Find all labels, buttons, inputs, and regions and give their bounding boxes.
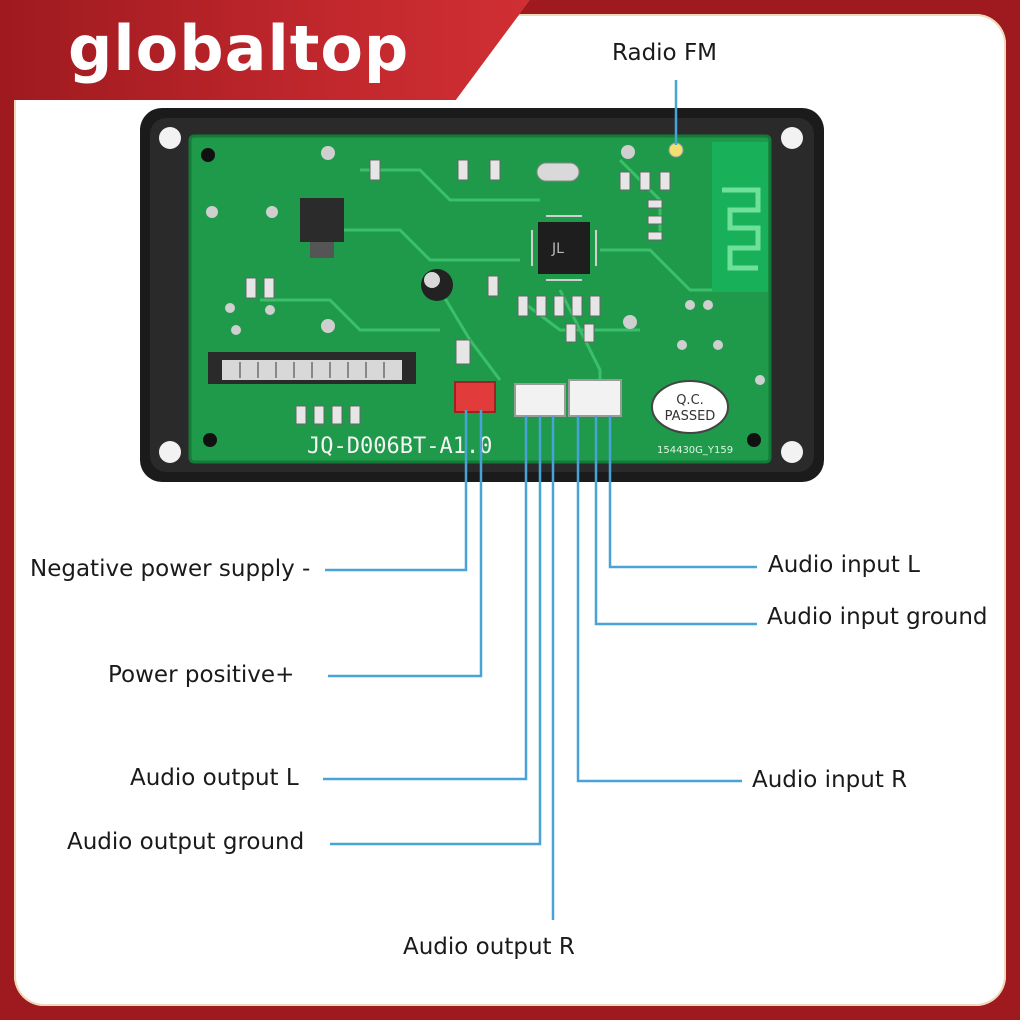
label-power-positive: Power positive+ xyxy=(108,662,295,688)
brand-banner xyxy=(0,0,530,100)
mount-hole-bl xyxy=(159,441,181,463)
line-audio-input-r xyxy=(576,416,742,783)
label-audio-output-r: Audio output R xyxy=(403,934,575,960)
leader-lines xyxy=(323,80,757,920)
voltage-regulator xyxy=(300,198,344,242)
label-audio-output-ground: Audio output ground xyxy=(67,829,305,855)
main-ic xyxy=(538,222,590,274)
line-power-positive xyxy=(328,410,483,678)
label-negative-power: Negative power supply - xyxy=(30,556,311,582)
audio-output-connector xyxy=(514,383,566,417)
mount-hole-tr xyxy=(781,127,803,149)
qc-sticker xyxy=(651,380,729,434)
label-audio-input-r: Audio input R xyxy=(752,767,908,793)
power-connector xyxy=(454,381,496,413)
fm-antenna-pad xyxy=(668,142,684,158)
label-radio-fm: Radio FM xyxy=(612,40,718,66)
label-audio-input-l: Audio input L xyxy=(768,552,920,578)
line-audio-output-ground xyxy=(330,416,542,846)
line-audio-input-l xyxy=(608,416,757,569)
board-model: JQ-D006BT-A1.0 xyxy=(307,434,492,459)
label-audio-output-l: Audio output L xyxy=(130,765,299,791)
svg-text:JL: JL xyxy=(551,241,564,257)
mount-hole-br xyxy=(781,441,803,463)
line-audio-output-l xyxy=(323,416,528,781)
smd-components xyxy=(245,159,671,425)
qc-line2: PASSED xyxy=(665,409,716,424)
antenna-trace xyxy=(722,187,761,271)
crystal-oscillator xyxy=(536,162,580,182)
brand-logo: globaltop xyxy=(68,12,410,85)
qc-line1: Q.C. xyxy=(676,393,704,408)
mount-hole-tl xyxy=(159,127,181,149)
line-audio-input-ground xyxy=(594,416,757,626)
label-audio-input-ground: Audio input ground xyxy=(767,604,988,630)
test-points xyxy=(206,145,765,385)
board-serial: 154430G_Y159 xyxy=(657,445,733,456)
audio-input-connector xyxy=(568,379,622,417)
line-negative-power xyxy=(325,410,468,572)
